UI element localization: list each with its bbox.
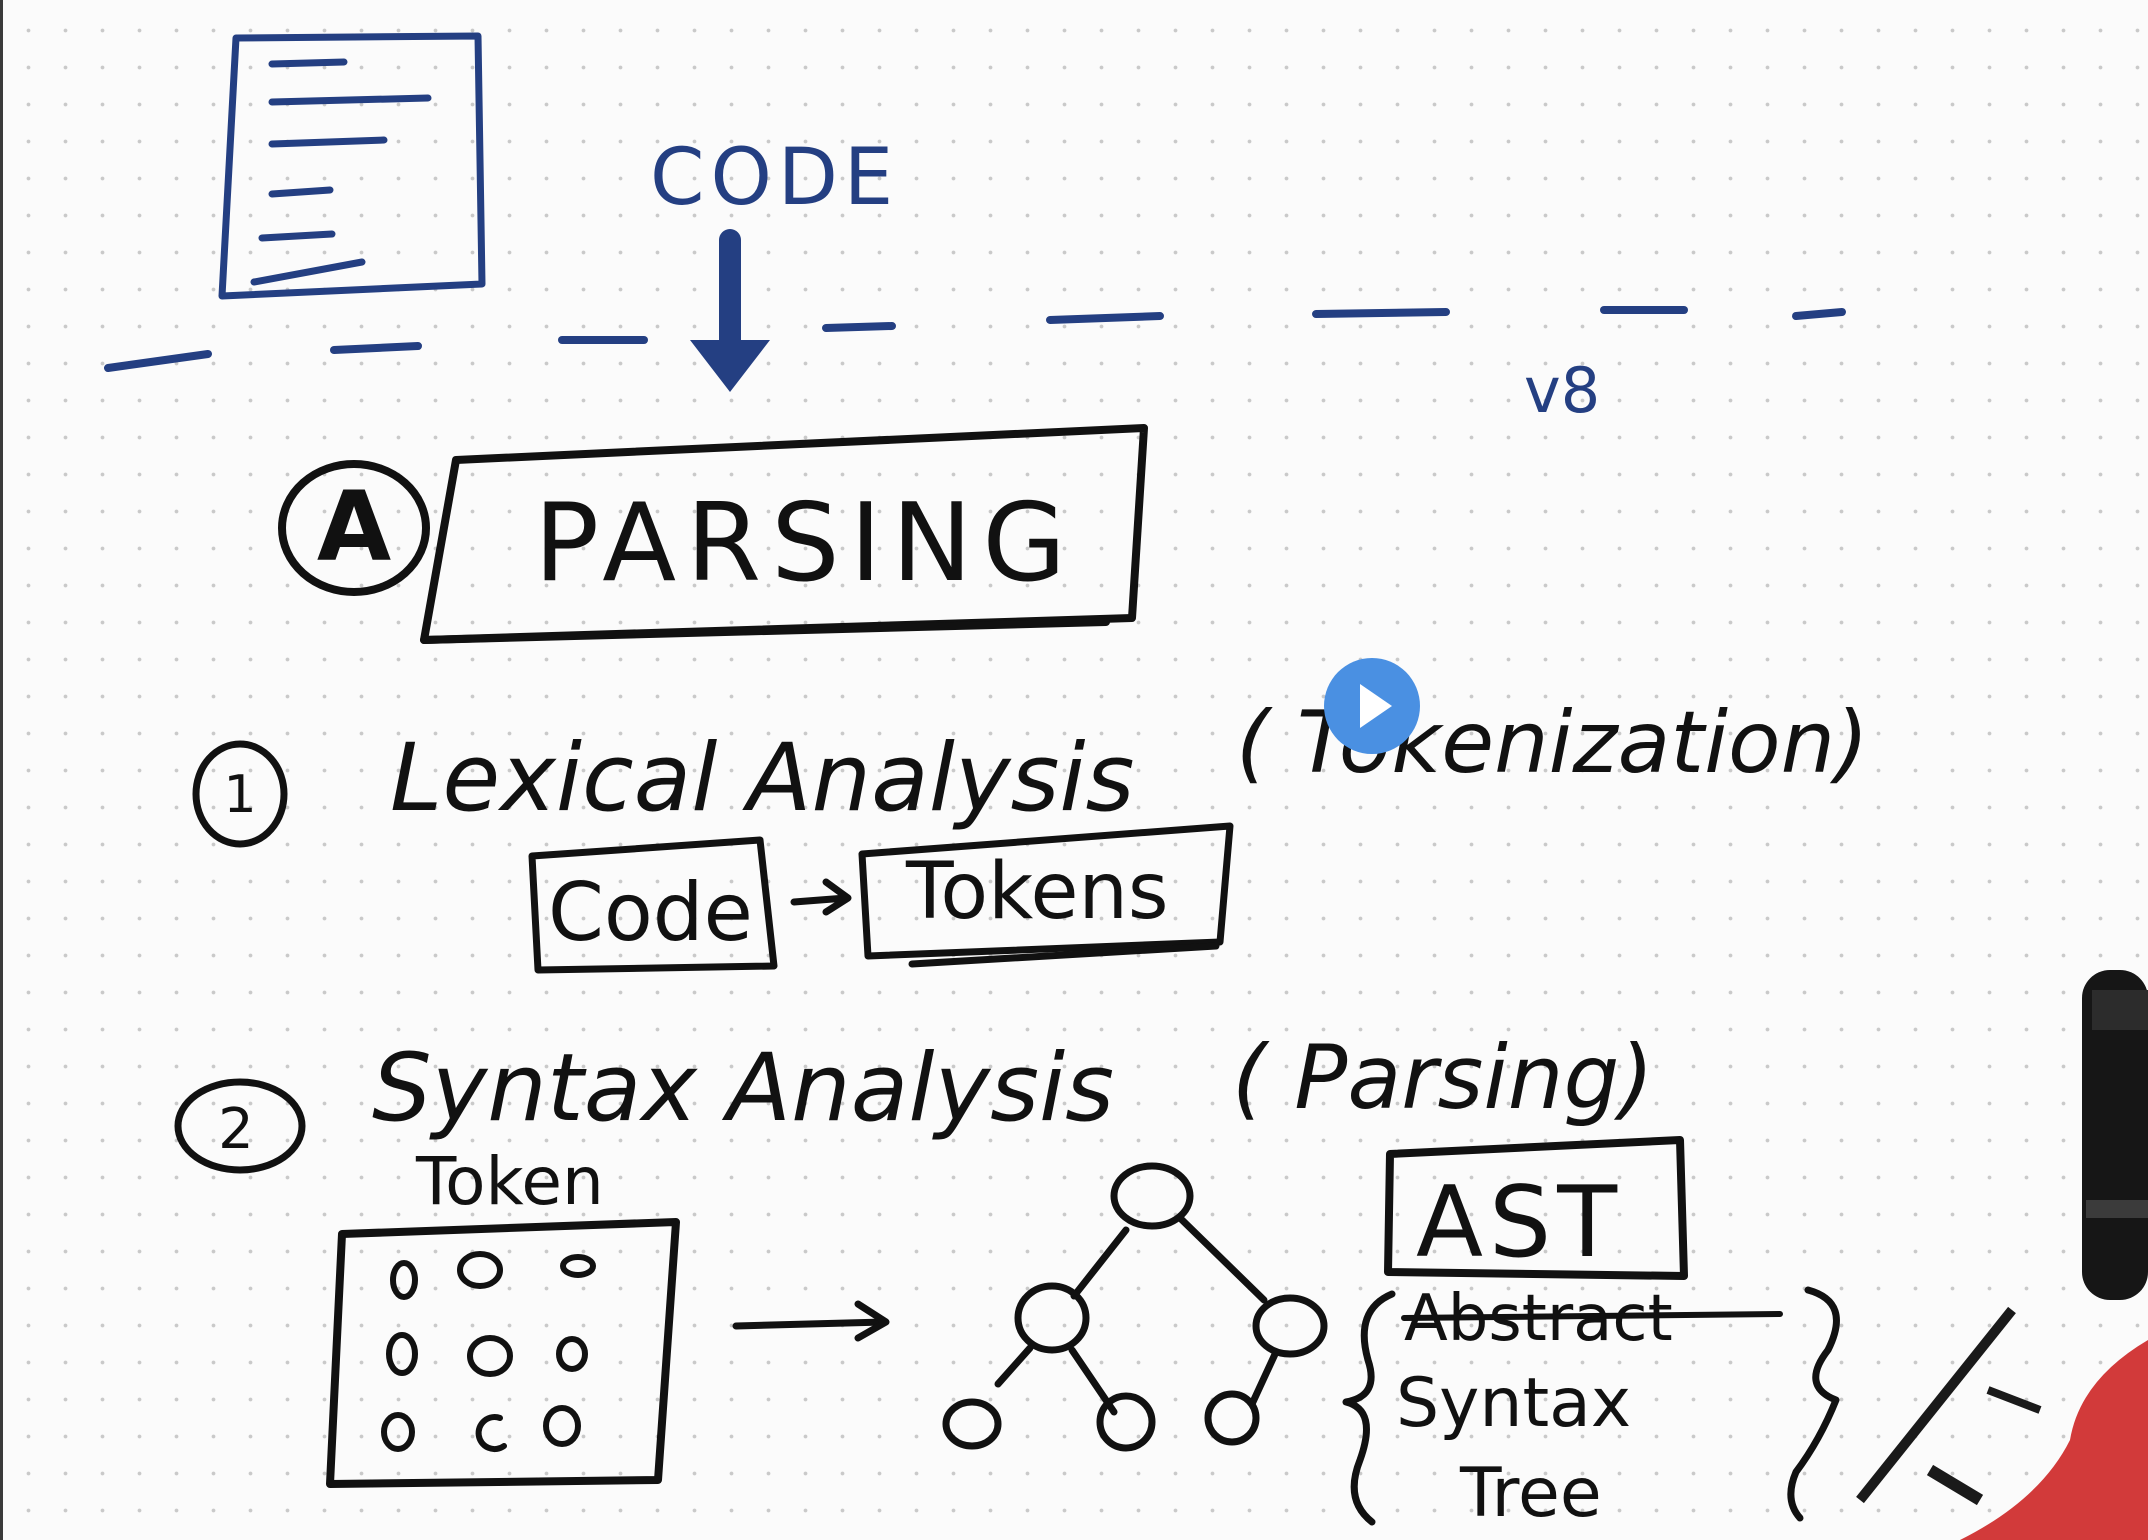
svg-text:Code: Code (548, 866, 753, 959)
svg-text:A: A (317, 471, 391, 583)
syntax-tree-diagram (942, 1162, 1328, 1452)
code-box: Code (528, 836, 778, 974)
presenter-webcam-overlay (1856, 970, 2148, 1540)
parsing-subtitle: ( Parsing) (1232, 1026, 1654, 1129)
ast-expansion: Abstract Syntax Tree (1342, 1282, 1840, 1533)
svg-text:Tree: Tree (1459, 1454, 1602, 1533)
parsing-title-box: PARSING (420, 424, 1148, 644)
svg-text:PARSING: PARSING (534, 481, 1076, 606)
lexical-analysis-title: Lexical Analysis (390, 724, 1135, 833)
syntax-analysis-title: Syntax Analysis (372, 1034, 1114, 1143)
code-label: CODE (650, 133, 899, 223)
svg-text:Syntax: Syntax (1396, 1364, 1631, 1443)
svg-text:Tokens: Tokens (905, 847, 1169, 937)
code-file-icon (218, 32, 486, 300)
down-arrow (690, 229, 770, 392)
parsing-marker: A (278, 460, 430, 596)
token-grid-box (326, 1218, 680, 1488)
play-icon (1360, 684, 1392, 728)
video-play-button[interactable] (1324, 658, 1420, 754)
ast-box: AST (1384, 1136, 1688, 1280)
svg-text:1: 1 (223, 765, 256, 825)
code-to-tokens-arrow (790, 878, 852, 916)
presenter-shoulder (1960, 1340, 2148, 1540)
svg-text:2: 2 (218, 1097, 254, 1162)
window-left-edge (0, 0, 3, 1540)
svg-text:Abstract: Abstract (1404, 1282, 1673, 1356)
step-1-number: 1 (192, 740, 288, 848)
tokens-box: Tokens (858, 822, 1234, 968)
step-2-number: 2 (174, 1078, 306, 1174)
engine-label: v8 (1524, 354, 1600, 427)
token-to-tree-arrow (732, 1300, 890, 1342)
engine-boundary-line (104, 306, 1846, 372)
svg-text:AST: AST (1416, 1166, 1623, 1280)
token-label: Token (415, 1143, 604, 1220)
